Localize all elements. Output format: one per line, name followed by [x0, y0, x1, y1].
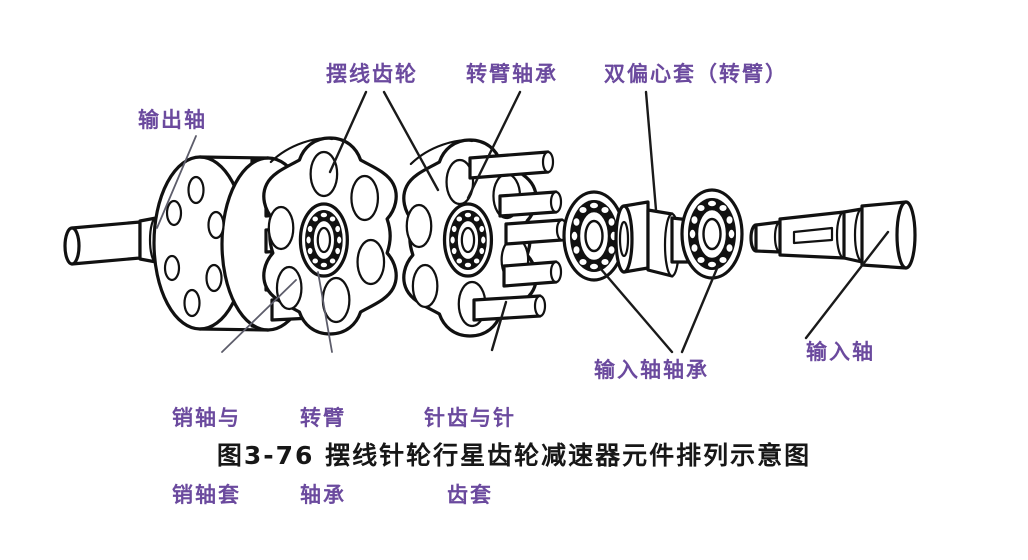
needle-teeth-sleeve	[468, 150, 569, 322]
figure-canvas: .ln { fill:none; stroke:#111; stroke-wid…	[63, 62, 917, 508]
mechanical-drawing: .ln { fill:none; stroke:#111; stroke-wid…	[63, 90, 917, 354]
input-shaft-group	[749, 200, 917, 270]
leader-input-shaft	[804, 230, 890, 340]
label-pin-and-pin-sleeve-line1: 销轴与	[172, 406, 241, 431]
label-crank-arm-bearing-bottom: 转臂 轴承	[300, 355, 346, 560]
label-crank-arm-bearing-top: 转臂轴承	[466, 62, 558, 86]
leader-output-shaft	[156, 135, 197, 229]
leader-double-eccentric	[644, 90, 658, 212]
label-input-shaft: 输入轴	[806, 340, 875, 364]
leader-cycloid-gear-b	[382, 90, 440, 192]
leader-input-bearing-b	[680, 264, 720, 354]
leader-pin-sleeve	[221, 279, 297, 353]
leader-crank-bearing-top	[466, 90, 522, 200]
label-needle-teeth-line1: 针齿与针	[424, 406, 516, 431]
label-pin-and-pin-sleeve-line2: 销轴套	[172, 483, 241, 508]
label-pin-and-pin-sleeve: 销轴与 销轴套	[172, 355, 241, 560]
label-output-shaft: 输出轴	[138, 108, 207, 132]
label-cycloid-gear: 摆线齿轮	[326, 62, 418, 86]
input-bearing-2	[680, 188, 744, 280]
label-crank-arm-bearing-line1: 转臂	[300, 406, 346, 431]
label-input-shaft-bearing: 输入轴轴承	[594, 358, 709, 382]
cycloid-disc-1	[262, 136, 398, 336]
leader-crank-bearing-bottom	[317, 271, 333, 353]
label-double-eccentric-sleeve: 双偏心套（转臂）	[604, 62, 788, 86]
label-crank-arm-bearing-line2: 轴承	[300, 483, 346, 508]
leader-input-bearing-a	[598, 266, 674, 354]
leader-lines	[156, 90, 890, 354]
label-needle-teeth-line2: 齿套	[447, 483, 493, 508]
leader-cycloid-gear-a	[328, 90, 368, 174]
label-needle-teeth-and-sleeve: 针齿与针 齿套	[424, 355, 516, 560]
figure-caption: 图3-76 摆线针轮行星齿轮减速器元件排列示意图	[216, 441, 812, 470]
leader-needle-teeth	[490, 300, 508, 352]
